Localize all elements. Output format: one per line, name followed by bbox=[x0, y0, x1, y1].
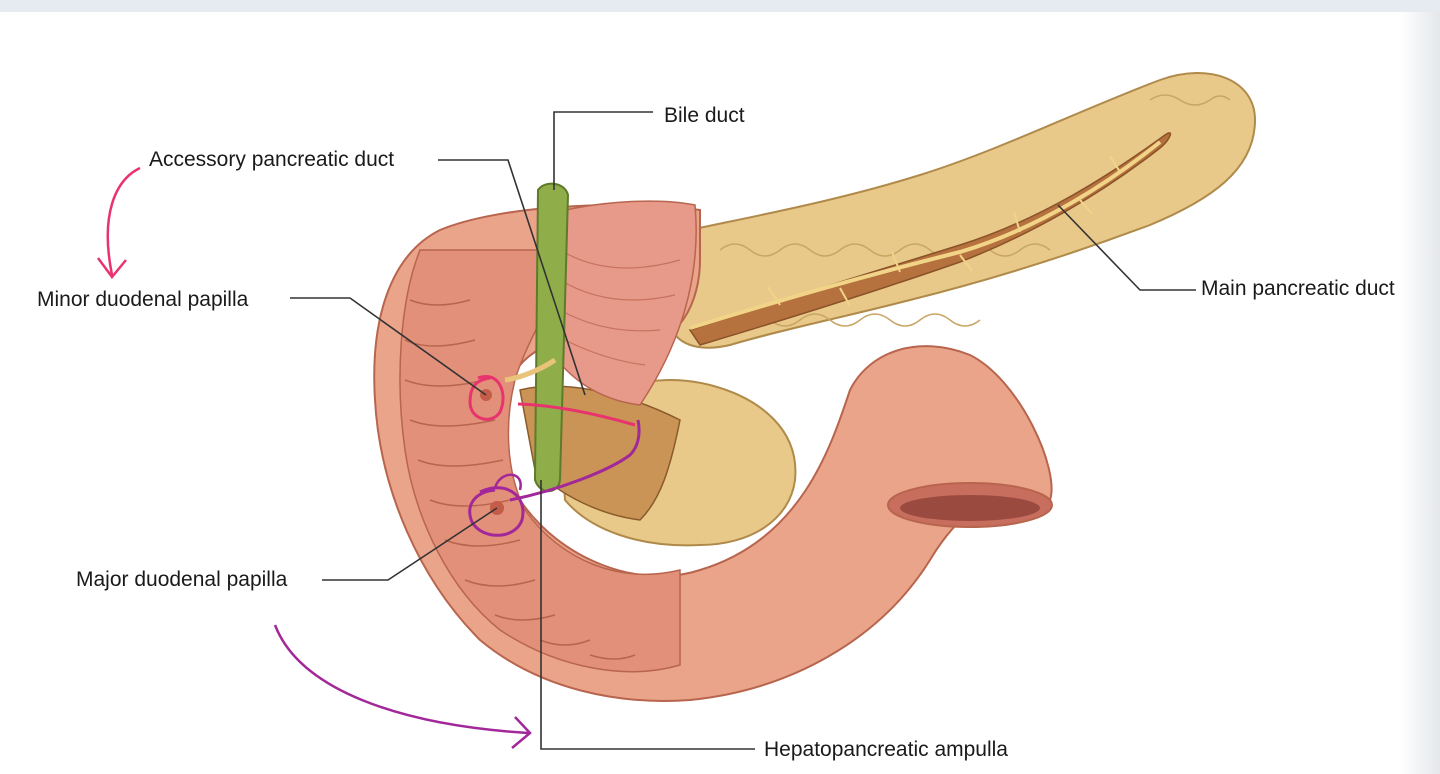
leader-bile-duct bbox=[553, 111, 653, 190]
pancreas-body-tail bbox=[670, 72, 1257, 349]
leader-lines bbox=[290, 111, 1196, 750]
pancreatic-duct-branches bbox=[767, 155, 1121, 307]
duodenum-window-upper bbox=[544, 200, 697, 406]
pink-duct-trace bbox=[517, 402, 636, 427]
leader-main-duct bbox=[1057, 204, 1196, 291]
duodenum-window-folds bbox=[559, 249, 681, 366]
purple-arrowhead bbox=[511, 716, 532, 749]
accessory-duct-shape bbox=[504, 357, 557, 383]
duodenum-folds bbox=[404, 299, 636, 660]
label-bile-duct: Bile duct bbox=[664, 104, 745, 127]
label-accessory-pancreatic-duct: Accessory pancreatic duct bbox=[149, 148, 395, 171]
pink-arrow bbox=[106, 166, 141, 276]
duodenum-lumen bbox=[900, 495, 1040, 521]
main-pancreatic-duct bbox=[689, 140, 1162, 330]
leader-ampulla bbox=[540, 480, 755, 750]
label-hepatopancreatic-ampulla: Hepatopancreatic ampulla bbox=[764, 738, 1008, 761]
label-main-pancreatic-duct: Main pancreatic duct bbox=[1201, 277, 1395, 300]
purple-loop bbox=[493, 473, 522, 491]
leader-minor-papilla bbox=[290, 297, 487, 396]
label-major-duodenal-papilla: Major duodenal papilla bbox=[76, 568, 288, 591]
leader-accessory-duct bbox=[438, 159, 586, 396]
top-bar bbox=[0, 0, 1440, 12]
bile-duct-shape bbox=[533, 182, 570, 493]
purple-duct-trace bbox=[509, 419, 641, 502]
purple-arrow bbox=[273, 624, 529, 735]
right-edge-shade bbox=[1400, 12, 1440, 774]
label-minor-duodenal-papilla: Minor duodenal papilla bbox=[37, 288, 249, 311]
pancreas-texture bbox=[719, 94, 1231, 327]
purple-circle bbox=[468, 486, 525, 537]
pink-arrowhead bbox=[96, 257, 127, 280]
leader-major-papilla bbox=[322, 507, 498, 581]
